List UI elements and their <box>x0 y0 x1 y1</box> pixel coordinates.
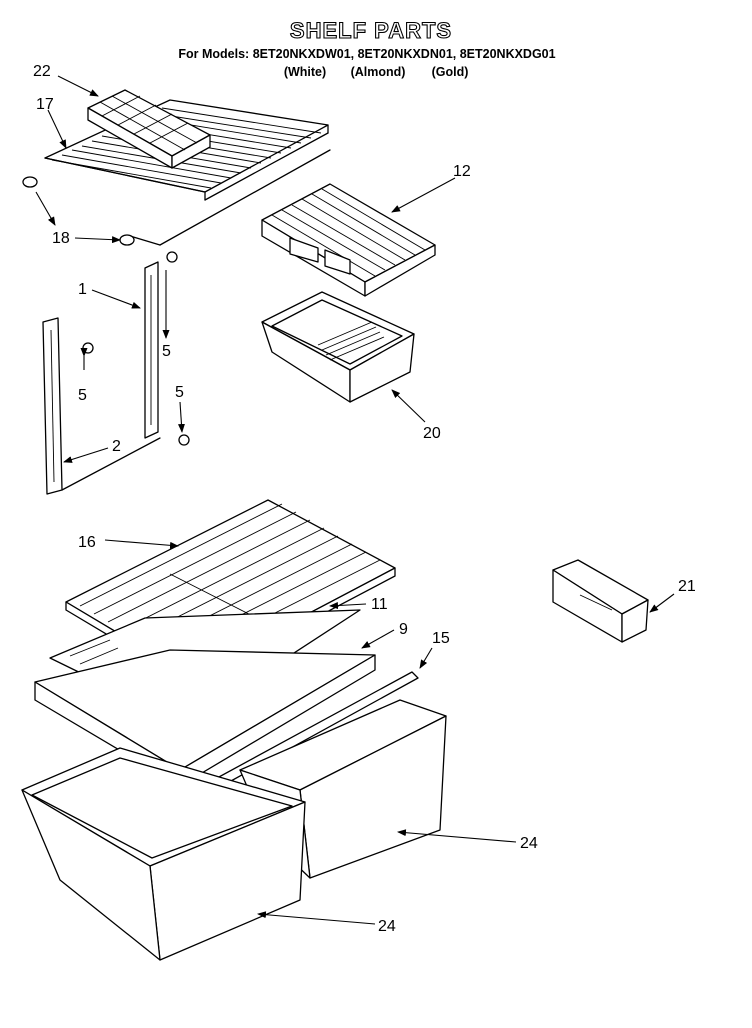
rail-alignment-line <box>61 437 161 491</box>
callout-5-upper: 5 <box>162 343 171 360</box>
callout-5-lower: 5 <box>175 384 184 401</box>
meat-pan-cover <box>261 183 436 297</box>
crisper-drawer-left <box>21 747 306 961</box>
callout-17: 17 <box>36 96 54 113</box>
color-white-label: (White) <box>284 65 326 79</box>
door-storage-bin <box>552 559 649 643</box>
screw-left <box>82 342 94 354</box>
models-line: For Models: 8ET20NKXDW01, 8ET20NKXDN01, … <box>178 47 555 61</box>
callout-11: 11 <box>371 596 388 613</box>
callout-16: 16 <box>78 534 96 551</box>
callout-18: 18 <box>52 230 70 247</box>
callout-22: 22 <box>33 63 51 80</box>
shelf-stop-lower <box>119 234 135 246</box>
meat-pan-drawer <box>261 291 415 403</box>
ice-cube-tray <box>87 89 211 169</box>
shelf-stop-left <box>22 176 38 188</box>
callout-9: 9 <box>399 621 408 638</box>
callout-1: 1 <box>78 281 87 298</box>
color-almond-label: (Almond) <box>351 65 406 79</box>
page-title: SHELF PARTS <box>290 18 452 43</box>
callout-15: 15 <box>432 630 450 647</box>
callout-24-right: 24 <box>520 835 538 852</box>
screw-lower-right <box>178 434 190 446</box>
callout-2: 2 <box>112 438 121 455</box>
callout-12: 12 <box>453 163 471 180</box>
right-shelf-support-rail <box>144 261 159 439</box>
callout-20: 20 <box>423 425 441 442</box>
left-shelf-support-rail <box>42 317 63 495</box>
callout-5-left: 5 <box>78 387 87 404</box>
callout-24-left: 24 <box>378 918 396 935</box>
callout-21: 21 <box>678 578 696 595</box>
screw-upper-right <box>166 251 178 263</box>
color-gold-label: (Gold) <box>432 65 469 79</box>
